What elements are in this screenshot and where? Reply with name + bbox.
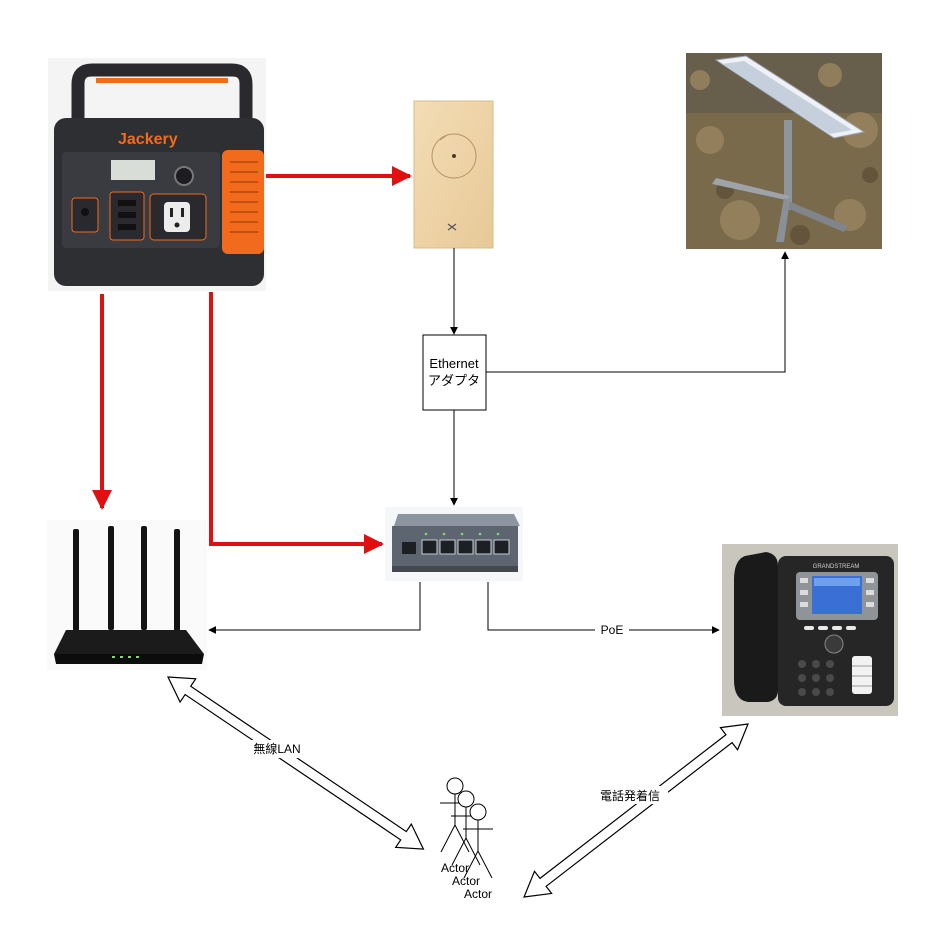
dish-box-image[interactable]	[413, 100, 494, 249]
ip-phone-image[interactable]: GRANDSTREAM	[722, 544, 898, 716]
wifi-router-image[interactable]	[47, 520, 207, 670]
ip-phone-brand: GRANDSTREAM	[813, 564, 860, 570]
phone-calls-arrow	[523, 723, 749, 898]
phone-calls-label-bg	[592, 786, 668, 804]
power-lines	[92, 166, 412, 554]
satellite-dish-image[interactable]	[686, 53, 882, 249]
phone-calls-label: 電話発着信	[600, 788, 660, 803]
poe-label-bg	[595, 622, 629, 638]
actor-label: Actor	[464, 887, 492, 901]
actor-icon	[451, 790, 481, 866]
wireless-lan-label-bg	[248, 740, 306, 758]
ethernet-adapter-label-2: アダプタ	[428, 373, 480, 388]
line-adapter-to-satellite	[486, 251, 789, 373]
ethernet-adapter-label-1: Ethernet	[429, 356, 479, 371]
data-lines	[208, 248, 789, 634]
actor-3[interactable]: Actor	[463, 803, 493, 901]
actor-2[interactable]: Actor	[451, 790, 481, 888]
actor-label: Actor	[452, 874, 480, 888]
wireless-lan-label: 無線LAN	[253, 741, 300, 756]
line-switch-to-phone	[487, 582, 720, 634]
power-station-image[interactable]: Jackery	[48, 58, 266, 291]
ethernet-adapter[interactable]: Ethernet アダプタ	[422, 334, 487, 411]
power-station-brand: Jackery	[118, 131, 178, 148]
poe-label: PoE	[601, 623, 624, 637]
line-switch-to-router	[208, 582, 421, 634]
network-switch-image[interactable]	[385, 507, 523, 581]
actor-1[interactable]: Actor	[440, 777, 470, 875]
actor-icon	[463, 803, 493, 879]
power-line-to-switch	[209, 292, 384, 554]
handle-accent	[96, 78, 228, 83]
actor-label: Actor	[441, 861, 469, 875]
wireless-lan-arrow	[167, 676, 425, 850]
